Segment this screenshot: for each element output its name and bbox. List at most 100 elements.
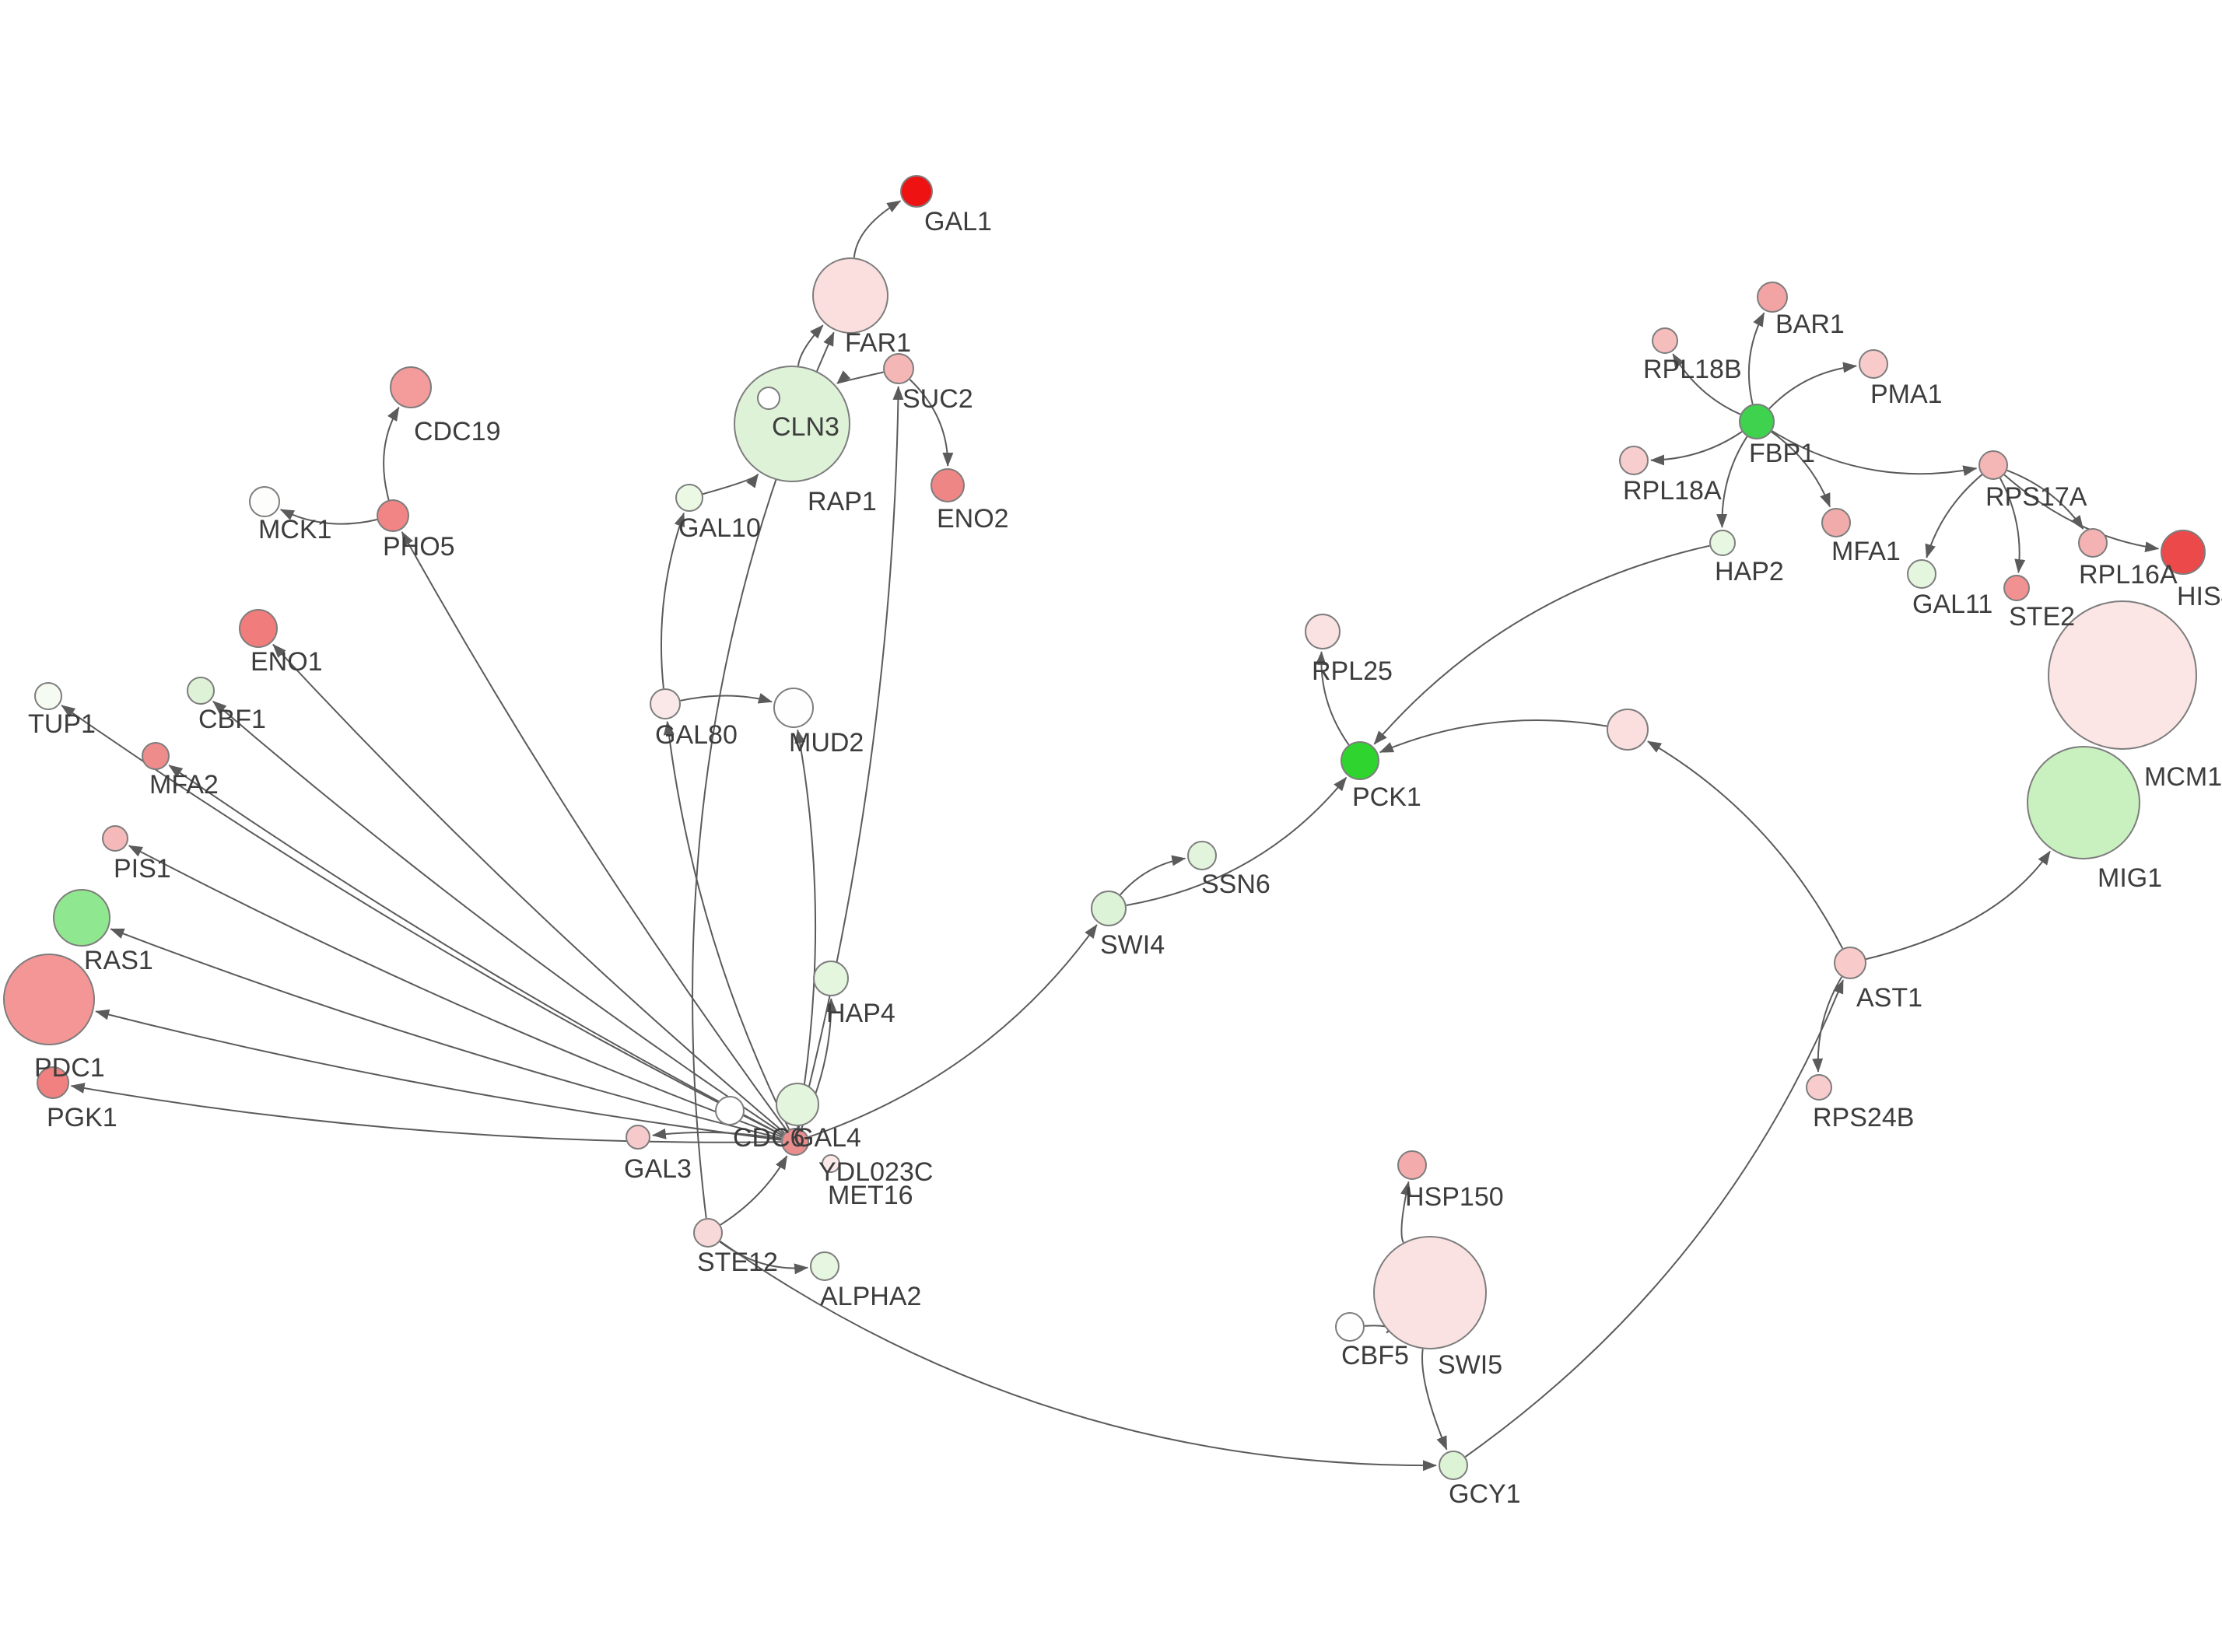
node-swi5[interactable] [1373,1236,1487,1349]
node-pma1[interactable] [1859,349,1888,379]
node-hap2[interactable] [1709,530,1736,556]
edge-rps17a-gal11[interactable] [1925,474,1983,558]
edge-gcy1-ast1[interactable] [1464,979,1844,1458]
edge-swi5-gcy1[interactable] [1421,1349,1448,1451]
edge-suc2-cln3[interactable] [836,370,884,384]
node-gal4[interactable] [781,1128,809,1156]
edge-gal4-gal3[interactable] [651,1128,782,1140]
node-hsp150[interactable] [1397,1150,1427,1180]
edge-ast1-rps24b[interactable] [1812,976,1843,1073]
edge-gal4-pis1[interactable] [128,845,783,1138]
edge-swi4-pck1[interactable] [1126,776,1348,906]
node-far1[interactable] [812,257,888,334]
node-fbp1[interactable] [1739,404,1775,439]
node-ste2[interactable] [2003,575,2030,601]
node-cdc6[interactable] [715,1096,745,1125]
node-ast1[interactable] [1834,947,1866,979]
edge-gal80-mud2[interactable] [680,693,773,704]
node-gal3[interactable] [626,1125,650,1150]
node-pho5[interactable] [377,499,409,532]
edge-cln3-far1[interactable] [797,324,824,366]
edge-gal4-pdc1[interactable] [95,1009,782,1141]
node-pdc1[interactable] [3,954,95,1045]
edge-gal4-tup1[interactable] [61,705,783,1136]
edge-fbp1-rpl18a[interactable] [1650,431,1743,466]
node-mig1[interactable] [2027,746,2140,859]
node-met16[interactable] [822,1154,840,1173]
node-alpha2[interactable] [810,1251,839,1281]
edge-rps17a-ste2[interactable] [1999,478,2026,574]
node-ras1[interactable] [53,889,110,947]
edge-ste12-gcy1[interactable] [720,1241,1437,1472]
node-pis1[interactable] [102,825,128,852]
node-gal11[interactable] [1907,559,1936,589]
edge-pck1-rpl25[interactable] [1315,651,1350,746]
node-rps17a[interactable] [1978,450,2008,480]
node-rpl18b[interactable] [1652,327,1678,354]
edge-gal4-mfa2[interactable] [168,765,783,1136]
node-rap1[interactable] [757,387,780,410]
edge-fbp1-rps17a[interactable] [1772,430,1978,477]
node-mcm1[interactable] [2048,600,2197,750]
node-unk1[interactable] [1607,709,1649,751]
edge-gal10-cln3[interactable] [703,473,759,495]
node-mfa1[interactable] [1821,508,1851,537]
node-gal10[interactable] [675,484,703,512]
node-pgk1[interactable] [37,1066,69,1099]
edge-fbp1-mfa1[interactable] [1771,431,1831,508]
edge-swi5-hsp150[interactable] [1400,1181,1411,1243]
node-tup1[interactable] [34,682,62,710]
node-swi4[interactable] [1091,891,1127,926]
node-bar1[interactable] [1757,282,1788,313]
node-cdc19[interactable] [390,366,432,408]
edge-fbp1-pma1[interactable] [1768,362,1858,410]
edge-unk1-pck1[interactable] [1379,719,1607,754]
node-mud2[interactable] [773,688,814,728]
edge-pho5-cdc19[interactable] [383,406,400,500]
edge-gal4-gal80[interactable] [663,720,790,1130]
node-rpl25[interactable] [1305,614,1341,649]
node-rps24b[interactable] [1806,1074,1832,1101]
edge-rps17a-his4[interactable] [2003,474,2160,553]
edge-pho5-mck1[interactable] [279,509,377,525]
node-mck1[interactable] [249,486,280,517]
node-his4[interactable] [2161,530,2206,575]
node-rpl18a[interactable] [1619,446,1649,475]
node-cbf1[interactable] [187,677,215,705]
edge-gal4-pgk1[interactable] [70,1083,782,1143]
node-rpl16a[interactable] [2078,528,2108,558]
node-gcy1[interactable] [1439,1451,1468,1480]
edge-gal4-eno1[interactable] [272,643,785,1134]
node-ydl023c[interactable] [776,1083,819,1126]
node-suc2[interactable] [883,353,914,384]
edge-far1-gal1[interactable] [853,200,902,258]
node-gal80[interactable] [650,688,681,719]
node-mfa2[interactable] [142,742,170,770]
node-eno2[interactable] [931,468,965,502]
edge-rps17a-rpl16a[interactable] [2006,469,2084,530]
edge-suc2-eno2[interactable] [909,379,954,467]
edge-gal4-cbf1[interactable] [212,700,784,1135]
edge-fbp1-rpl18b[interactable] [1672,353,1741,415]
node-eno1[interactable] [239,609,278,648]
node-ste12[interactable] [693,1218,723,1248]
edge-ast1-unk1[interactable] [1647,740,1844,949]
edge-fbp1-hap2[interactable] [1716,436,1748,528]
edge-ste12-gal4[interactable] [720,1155,788,1226]
edge-gal4-mud2[interactable] [794,729,817,1129]
edge-gal4-swi4[interactable] [808,924,1098,1139]
edge-gal80-gal10[interactable] [660,512,685,689]
node-gal1[interactable] [900,175,933,208]
node-ssn6[interactable] [1187,841,1217,870]
edge-fbp1-bar1[interactable] [1747,312,1765,404]
edge-hap2-pck1[interactable] [1373,544,1710,745]
edge-ast1-mig1[interactable] [1866,850,2051,961]
node-pck1[interactable] [1341,741,1379,780]
edge-gal4-pho5[interactable] [401,531,788,1132]
edge-swi4-ssn6[interactable] [1120,855,1186,896]
edge-gal4-ras1[interactable] [110,928,782,1139]
edge-gal4-suc2[interactable] [797,386,904,1129]
node-cbf5[interactable] [1335,1312,1365,1342]
node-hap4[interactable] [813,961,849,996]
